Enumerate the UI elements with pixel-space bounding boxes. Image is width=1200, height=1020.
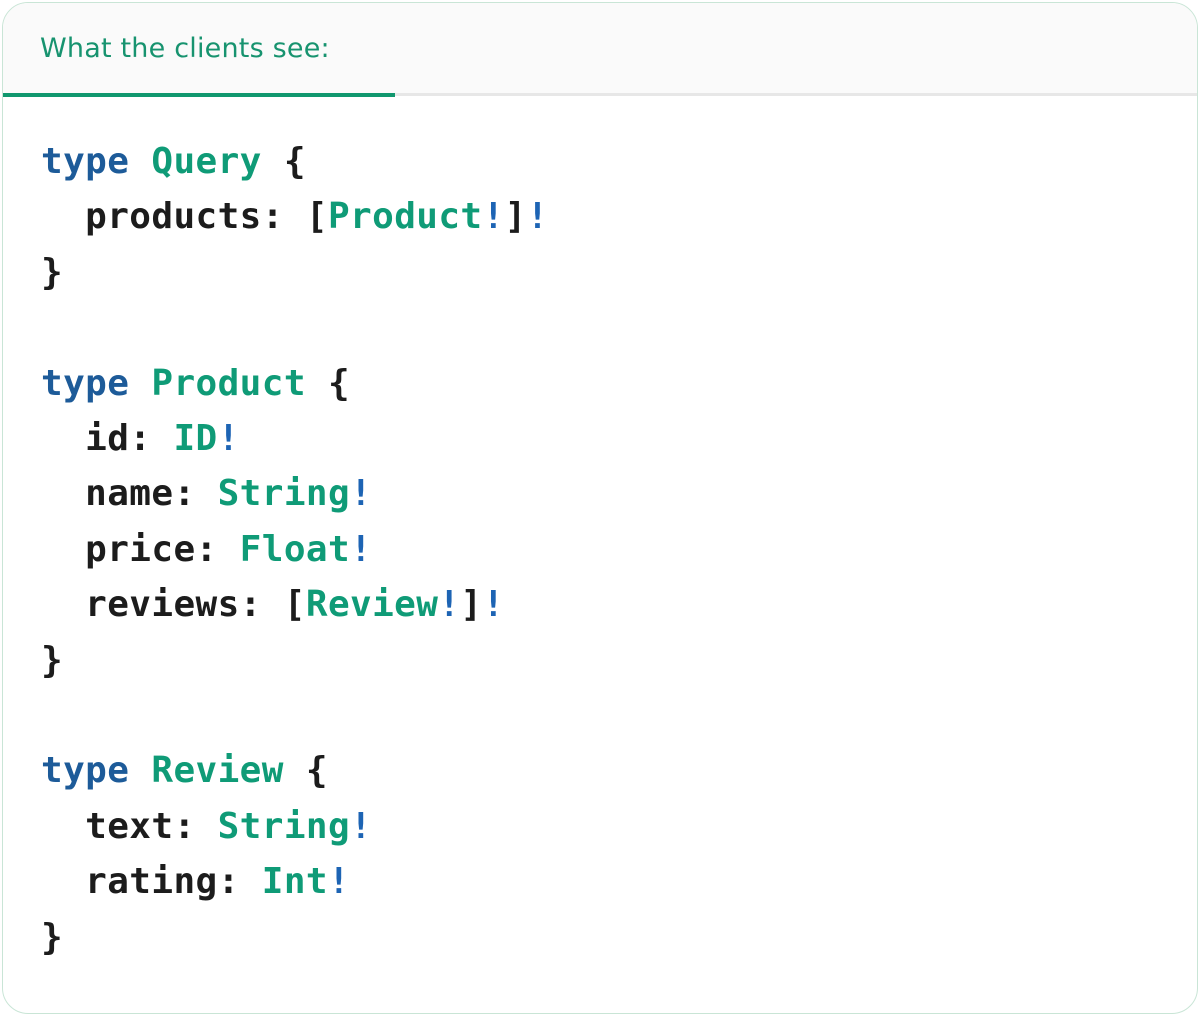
active-tab-underline bbox=[3, 93, 395, 97]
tab-label: What the clients see: bbox=[40, 32, 330, 64]
code-line: type Query { bbox=[41, 141, 306, 182]
code-line: rating: Int! bbox=[41, 861, 351, 903]
code-line bbox=[41, 688, 1173, 743]
code-line: reviews: [Review!]! bbox=[41, 584, 505, 626]
code-line: id: ID! bbox=[41, 418, 240, 460]
code-line: } bbox=[41, 639, 64, 681]
code-line: price: Float! bbox=[41, 528, 373, 570]
tab-bar: What the clients see: bbox=[3, 3, 1197, 97]
code-line: products: [Product!]! bbox=[41, 196, 549, 238]
code-line: text: String! bbox=[41, 805, 373, 847]
code-line: type Product { bbox=[41, 362, 351, 404]
tab-what-the-clients-see[interactable]: What the clients see: bbox=[3, 3, 395, 97]
code-block: type Query { products: [Product!]!} type… bbox=[3, 96, 1197, 1005]
code-line: name: String! bbox=[41, 473, 373, 515]
code-line: } bbox=[41, 916, 64, 958]
code-line: type Review { bbox=[41, 750, 328, 792]
code-line bbox=[41, 300, 1173, 355]
code-line: } bbox=[41, 251, 64, 293]
